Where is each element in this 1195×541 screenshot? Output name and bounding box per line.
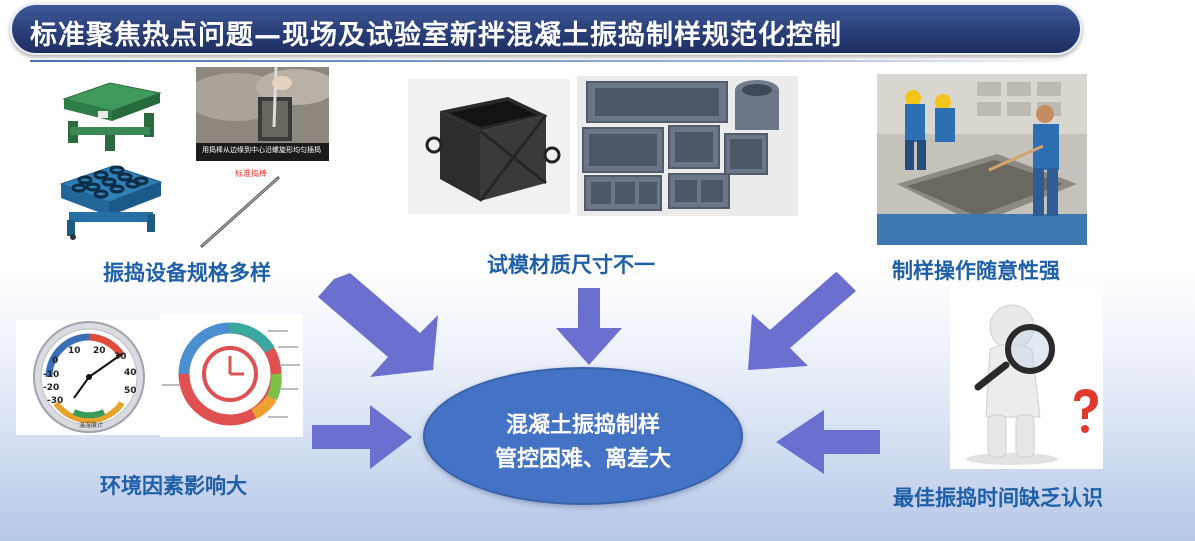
core-line-2: 管控困难、离差大	[494, 447, 671, 472]
vibrating-table-green-photo	[50, 77, 165, 152]
thermo-label-30: 30	[114, 352, 127, 362]
cube-mold-photo	[408, 79, 570, 214]
time-ring-chart-image	[160, 314, 303, 437]
arrow-from-equipment	[318, 273, 438, 377]
core-line-1: 混凝土振捣制样	[505, 413, 660, 438]
thermo-label-20: 20	[93, 346, 106, 356]
thermo-hygrometer-photo: 20 30 40 50 10 0 -10 -20 -30 温湿度计	[16, 320, 162, 435]
thermo-label-minus30: -30	[47, 396, 64, 406]
caption-molds: 试模材质尺寸不一	[487, 253, 655, 277]
title-underline	[30, 60, 1080, 62]
caption-environment: 环境因素影响大	[100, 474, 247, 498]
plastic-molds-photo	[577, 76, 798, 216]
caption-operation: 制样操作随意性强	[892, 259, 1060, 283]
page-title: 标准聚焦热点问题—现场及试验室新拌混凝土振捣制样规范化控制	[30, 20, 842, 51]
thermo-label-minus10: -10	[43, 370, 60, 380]
tamping-demonstration-photo: 用捣棒从边缘到中心沿螺旋形均匀插捣	[196, 67, 329, 161]
thermo-label-minus20: -20	[43, 383, 60, 393]
thermo-caption: 温湿度计	[79, 422, 104, 429]
thermo-label-10: 10	[68, 346, 81, 356]
thermo-label-0: 0	[52, 356, 59, 366]
tamping-video-caption: 用捣棒从边缘到中心沿螺旋形均匀插捣	[202, 146, 321, 154]
tamping-rod-label: 标准捣棒	[235, 169, 267, 178]
arrow-from-vibration-time	[776, 410, 880, 474]
arrow-from-environment	[312, 405, 412, 469]
tamping-rod-photo	[196, 172, 286, 252]
arrow-from-molds	[556, 288, 622, 365]
thermo-label-50: 50	[124, 386, 137, 396]
workers-sample-making-photo	[877, 74, 1087, 245]
title-banner: 标准聚焦热点问题—现场及试验室新拌混凝土振捣制样规范化控制	[10, 3, 1082, 55]
figure-magnifier-image	[950, 287, 1103, 469]
caption-equipment: 振捣设备规格多样	[103, 261, 271, 285]
core-problem-ellipse: 混凝土振捣制样 管控困难、离差大	[423, 367, 743, 505]
arrow-from-operation	[748, 272, 856, 370]
thermo-label-40: 40	[124, 368, 137, 378]
caption-vibration-time: 最佳振捣时间缺乏认识	[893, 486, 1103, 510]
vibrating-table-blue-photo	[55, 160, 165, 242]
